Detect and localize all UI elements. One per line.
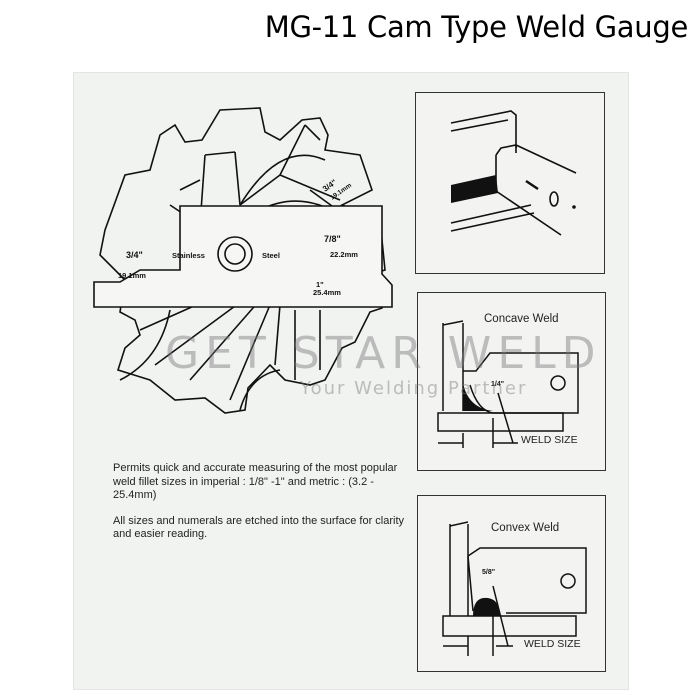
product-title: MG-11 Cam Type Weld Gauge bbox=[264, 10, 689, 44]
watermark-tagline: Your Welding Partner bbox=[300, 378, 528, 399]
product-description: Permits quick and accurate measuring of … bbox=[113, 462, 413, 554]
label-left-mm: 19.1mm bbox=[118, 271, 146, 280]
convex-weld-size-label: WELD SIZE bbox=[524, 638, 581, 650]
convex-weld-illustration: 5/8" bbox=[442, 521, 587, 656]
concave-weld-title: Concave Weld bbox=[484, 313, 559, 325]
label-stainless: Stainless bbox=[172, 251, 205, 260]
label-right-mm: 25.4mm bbox=[313, 288, 341, 297]
concave-weld-illustration: 1/4" bbox=[437, 320, 579, 448]
description-paragraph-2: All sizes and numerals are etched into t… bbox=[113, 514, 405, 541]
panel-fillet-check bbox=[415, 92, 605, 274]
label-steel: Steel bbox=[262, 251, 280, 260]
convex-weld-title: Convex Weld bbox=[491, 522, 560, 534]
label-left-frac: 3/4" bbox=[126, 250, 143, 260]
svg-text:5/8": 5/8" bbox=[482, 569, 495, 576]
label-r2-frac: 7/8" bbox=[324, 234, 341, 244]
concave-weld-size-label: WELD SIZE bbox=[521, 434, 578, 446]
panel-convex-weld: Convex Weld 5/8" WELD SIZE bbox=[417, 495, 606, 672]
gauge-hub-outer bbox=[217, 236, 253, 272]
label-r2-mm: 22.2mm bbox=[330, 250, 358, 259]
fillet-check-illustration bbox=[450, 110, 577, 236]
panel-concave-weld: Concave Weld 1/4" WELD SIZE bbox=[417, 292, 606, 471]
gauge-hub-inner bbox=[224, 243, 246, 265]
watermark-brand: GET STAR WELD bbox=[165, 328, 602, 379]
label-right-frac: 1" bbox=[316, 280, 324, 289]
svg-text:1/4": 1/4" bbox=[491, 381, 504, 388]
description-paragraph-1: Permits quick and accurate measuring of … bbox=[113, 462, 398, 501]
gauge-body-bar bbox=[93, 205, 393, 308]
cam-gauge-illustration: Stainless Steel 3/4" 19.1mm 1" 25.4mm 7/… bbox=[93, 107, 393, 414]
